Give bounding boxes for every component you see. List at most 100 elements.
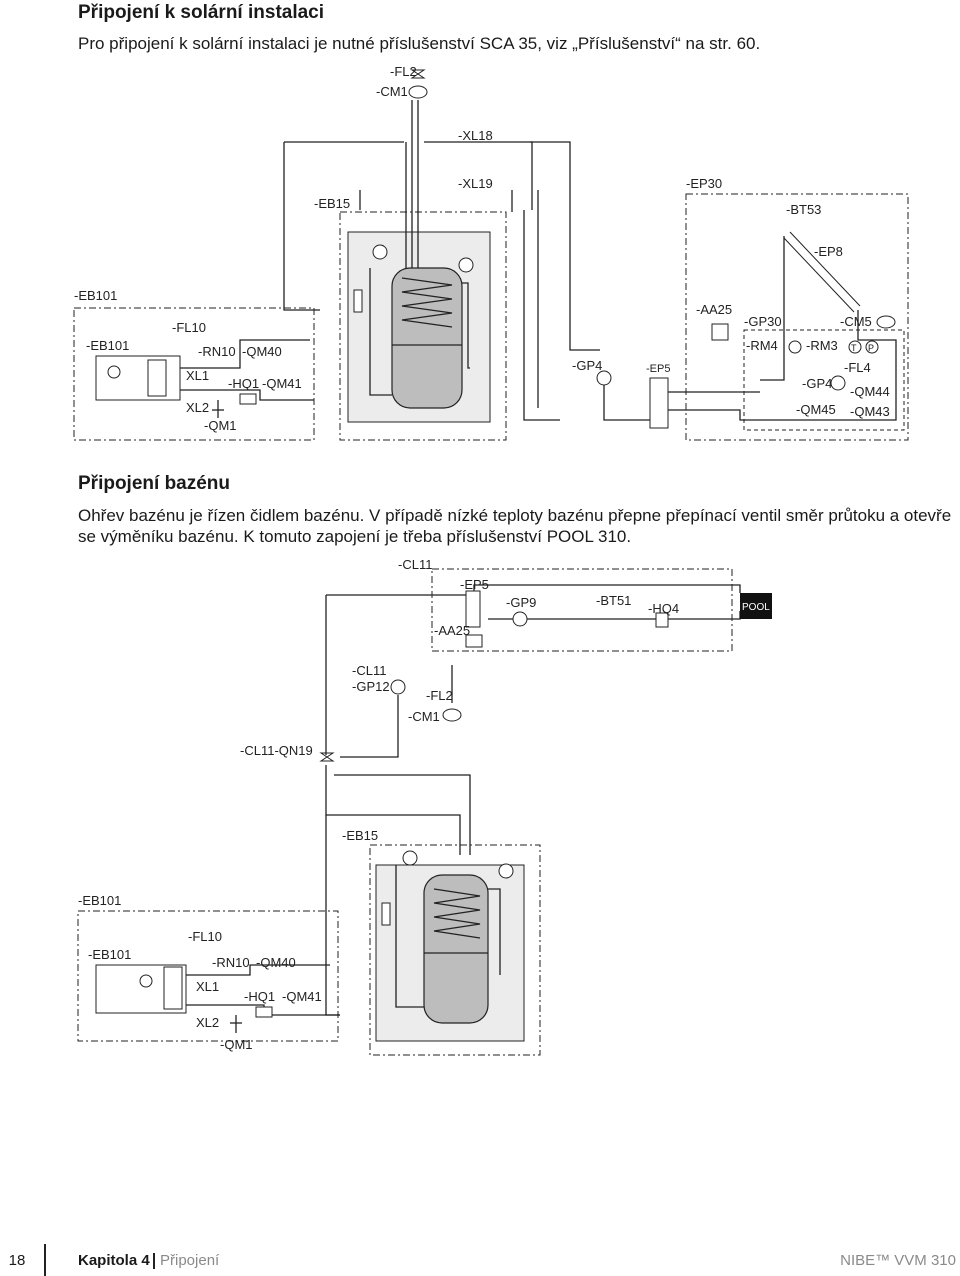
label-rn10: -RN10 xyxy=(212,955,250,970)
label-xl2: XL2 xyxy=(196,1015,219,1030)
eb15-pump-right-icon xyxy=(458,257,474,273)
label-qm40: -QM40 xyxy=(242,344,282,359)
label-hq4: -HQ4 xyxy=(648,601,679,616)
section-heading-solar: Připojení k solární instalaci xyxy=(78,2,325,23)
label-fl10: -FL10 xyxy=(188,929,222,944)
gp4-left-pump-icon xyxy=(596,370,612,386)
eb101-unit xyxy=(95,355,181,401)
label-xl1: XL1 xyxy=(186,368,209,383)
label-fl2: -FL2 xyxy=(390,64,417,79)
label-fl2: -FL2 xyxy=(426,688,453,703)
eb15-pump-left-icon xyxy=(372,244,388,260)
safety-valve-icon xyxy=(410,69,426,79)
aa25-box xyxy=(465,634,483,648)
footer-section: Připojení xyxy=(160,1252,220,1269)
label-rm3: -RM3 xyxy=(806,338,838,353)
tank-coil xyxy=(401,277,453,328)
label-hq1: -HQ1 xyxy=(228,376,259,391)
label-qm44: -QM44 xyxy=(850,384,890,399)
label-eb101-inner: -EB101 xyxy=(88,947,131,962)
label-qm43: -QM43 xyxy=(850,404,890,419)
cm5-expansion-icon xyxy=(876,315,896,329)
ep5-exchanger-icon xyxy=(649,377,669,429)
ep30-boundary xyxy=(685,193,909,441)
label-ep8: -EP8 xyxy=(814,244,843,259)
label-eb15: -EB15 xyxy=(342,828,378,843)
cm1-expansion-icon xyxy=(442,708,462,722)
eb101-exchanger-icon xyxy=(163,966,183,1010)
label-cl11-mid: -CL11 xyxy=(352,663,386,678)
immersion-heater-icon xyxy=(381,902,391,926)
hq1-filter-icon xyxy=(239,393,257,405)
immersion-heater-icon xyxy=(353,289,363,313)
solar-collector xyxy=(789,231,861,307)
label-p: P xyxy=(868,343,874,353)
eb15-pump-right-icon xyxy=(498,863,514,879)
label-cm1: -CM1 xyxy=(408,709,440,724)
label-eb101-inner: -EB101 xyxy=(86,338,129,353)
eb15-tank xyxy=(423,874,489,1024)
label-qm45: -QM45 xyxy=(796,402,836,417)
tank-coil xyxy=(433,888,481,939)
ep5-exchanger-icon xyxy=(465,590,481,628)
section-text-solar: Pro připojení k solární instalaci je nut… xyxy=(78,34,761,53)
label-eb101-outer: -EB101 xyxy=(74,288,117,303)
eb101-outer-boundary xyxy=(73,307,315,441)
footer-divider xyxy=(153,1253,155,1269)
gp12-pump-icon xyxy=(390,679,406,695)
label-qm40: -QM40 xyxy=(256,955,296,970)
page-number: 18 xyxy=(8,1252,26,1269)
pool-connection-diagram: -CL11 -EP5 -GP9 -BT51 -HQ4 POOL -AA25 -C… xyxy=(77,557,772,1056)
pool-box xyxy=(740,593,772,619)
label-pool: POOL xyxy=(742,602,770,613)
eb101-outer-boundary xyxy=(77,910,339,1042)
label-bt53: -BT53 xyxy=(786,202,821,217)
label-eb15: -EB15 xyxy=(314,196,350,211)
eb101-exchanger-icon xyxy=(147,359,167,397)
aa25-box xyxy=(711,323,729,341)
label-gp30: -GP30 xyxy=(744,314,782,329)
label-bt51: -BT51 xyxy=(596,593,631,608)
section-text-pool-line2: se výměníku bazénu. K tomuto zapojení je… xyxy=(78,527,632,546)
label-aa25: -AA25 xyxy=(696,302,732,317)
footer-product: NIBE™ VVM 310 xyxy=(840,1252,956,1269)
eb15-boundary xyxy=(369,844,541,1056)
label-xl2: XL2 xyxy=(186,400,209,415)
label-ep5: -EP5 xyxy=(646,363,670,375)
label-fl4: -FL4 xyxy=(844,360,871,375)
label-qm41: -QM41 xyxy=(282,989,322,1004)
hq4-filter-icon xyxy=(655,612,669,628)
label-qn19: -CL11-QN19 xyxy=(240,743,313,758)
label-qm1: -QM1 xyxy=(220,1037,253,1052)
gp4-right-pump-icon xyxy=(830,375,846,391)
label-gp12: -GP12 xyxy=(352,679,390,694)
eb101-fan-icon xyxy=(139,974,153,988)
eb15-boundary xyxy=(339,211,507,441)
eb15-pump-left-icon xyxy=(402,850,418,866)
label-rn10: -RN10 xyxy=(198,344,236,359)
label-ep5: -EP5 xyxy=(460,577,489,592)
label-gp4-right: -GP4 xyxy=(802,376,832,391)
label-gp9: -GP9 xyxy=(506,595,536,610)
label-qm1: -QM1 xyxy=(204,418,237,433)
eb101-fan-icon xyxy=(107,365,121,379)
label-cm1: -CM1 xyxy=(376,84,408,99)
qn19-valve-icon xyxy=(319,752,335,762)
label-eb101-outer: -EB101 xyxy=(78,893,121,908)
t-gauge-icon xyxy=(848,340,862,354)
label-rm4: -RM4 xyxy=(746,338,778,353)
footer-separator xyxy=(44,1244,46,1276)
p-gauge-icon xyxy=(865,340,879,354)
hq1-filter-icon xyxy=(255,1006,273,1018)
label-t: T xyxy=(851,343,857,353)
label-gp4-left: -GP4 xyxy=(572,358,602,373)
label-xl19: -XL19 xyxy=(458,176,493,191)
page-footer: 18 Kapitola 4 Připojení NIBE™ VVM 310 xyxy=(0,1244,960,1276)
section-heading-pool: Připojení bazénu xyxy=(78,473,231,494)
solar-connection-diagram: -FL2 -CM1 -XL18 -XL19 -EP30 -EB15 -BT53 … xyxy=(73,64,909,441)
label-cm5: -CM5 xyxy=(840,314,872,329)
eb15-tank xyxy=(391,267,463,409)
gp9-pump-icon xyxy=(512,611,528,627)
label-xl1: XL1 xyxy=(196,979,219,994)
footer-chapter: Kapitola 4 xyxy=(78,1252,150,1269)
